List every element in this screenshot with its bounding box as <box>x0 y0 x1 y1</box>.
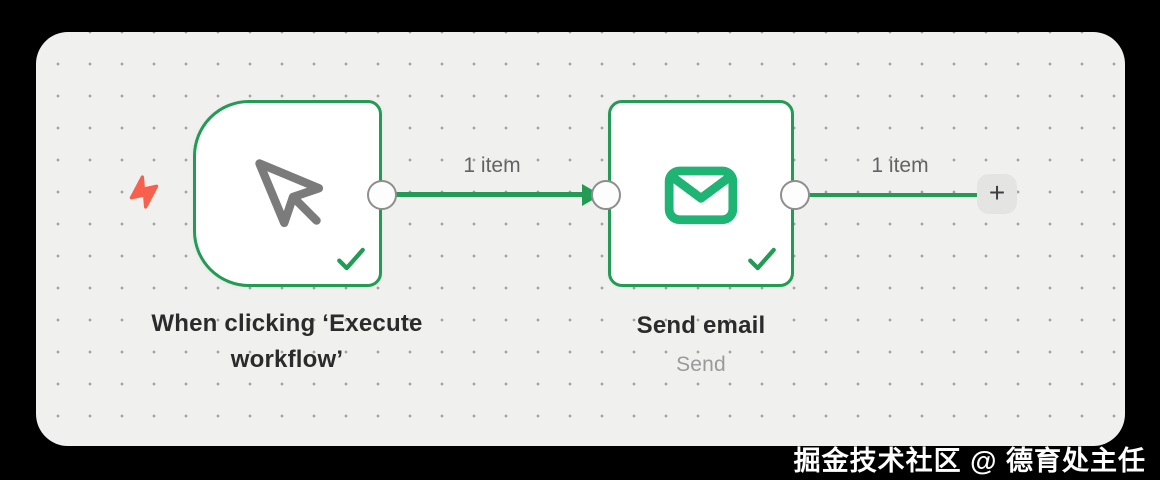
connection-items-badge: 1 item <box>871 154 929 177</box>
cursor-icon <box>255 159 324 228</box>
success-check-icon <box>337 247 365 271</box>
watermark-text: 掘金技术社区 @ 德育处主任 <box>793 446 1146 476</box>
node-manual-trigger[interactable] <box>193 100 382 287</box>
node-title-line2: workflow’ <box>230 346 344 373</box>
node-title-text: Send email <box>636 312 766 339</box>
connection-line[interactable] <box>806 193 978 197</box>
workflow-canvas[interactable]: 1 item 1 item + When clicking ‘Execute w… <box>36 32 1125 446</box>
envelope-icon <box>664 166 738 225</box>
output-port[interactable] <box>780 180 810 210</box>
trigger-lightning-icon <box>129 175 159 209</box>
node-title-send-email: Send email Send <box>601 308 801 378</box>
connection-line[interactable] <box>388 192 602 197</box>
output-port[interactable] <box>367 180 397 210</box>
add-node-button[interactable]: + <box>977 174 1017 214</box>
connection-items-badge: 1 item <box>463 154 521 177</box>
success-check-icon <box>748 247 776 271</box>
input-port[interactable] <box>591 180 621 210</box>
node-subtitle: Send <box>676 353 726 376</box>
node-title-manual-trigger: When clicking ‘Execute workflow’ <box>102 306 472 378</box>
node-title-line1: When clicking ‘Execute <box>151 310 423 337</box>
